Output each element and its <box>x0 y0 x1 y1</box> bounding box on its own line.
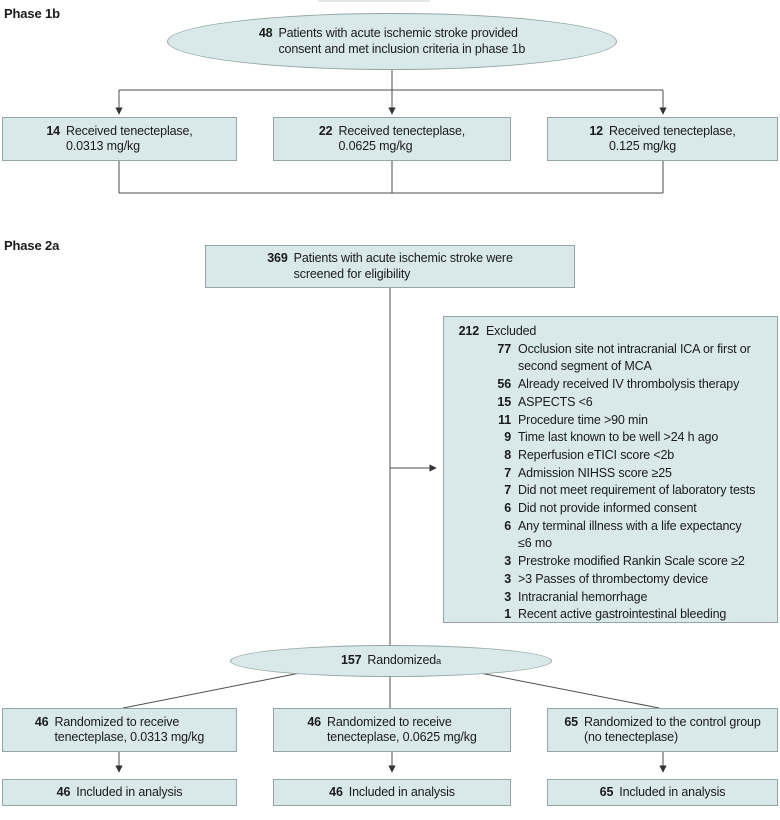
analysis-box-1: 46 Included in analysis <box>2 779 237 806</box>
reason-text: Procedure time >90 min <box>518 412 648 427</box>
analysis-count: 46 <box>329 784 343 799</box>
analysis-count: 65 <box>599 784 614 799</box>
consent-ellipse: 48 Patients with acute ischemic stroke p… <box>167 13 617 70</box>
excluded-reason-row: 56 Already received IV thrombolysis ther… <box>481 376 739 394</box>
footnote-marker: a <box>436 655 441 666</box>
line-to-arm1 <box>122 672 301 709</box>
reason-count: 56 <box>497 377 511 392</box>
excluded-title-row: 212 Excluded <box>457 323 537 341</box>
reason-count: 3 <box>504 589 511 604</box>
excluded-reason-row: 3 >3 Passes of thrombectomy device <box>481 571 708 589</box>
reason-text: Admission NIHSS score ≥25 <box>518 465 672 480</box>
arm-count: 65 <box>564 714 578 729</box>
dose-box-0313: 14 Received tenecteplase, 0.0313 mg/kg <box>2 117 237 161</box>
reason-count: 6 <box>504 501 511 516</box>
phase-2a-label: Phase 2a <box>4 238 60 253</box>
cropped-edge-artifact <box>318 0 430 2</box>
arm-text: Randomized to receive tenecteplase, 0.06… <box>326 714 477 745</box>
reason-text: Occlusion site not intracranial ICA or f… <box>518 341 751 374</box>
reason-count: 7 <box>504 465 511 480</box>
reason-count: 15 <box>497 394 511 409</box>
excluded-reason-row: 6 Did not provide informed consent <box>481 500 697 518</box>
reason-text: >3 Passes of thrombectomy device <box>518 571 709 586</box>
analysis-text: Included in analysis <box>76 784 183 799</box>
consent-count: 48 <box>258 26 273 40</box>
excluded-reason-row: 7 Did not meet requirement of laboratory… <box>481 482 755 500</box>
consent-text: Patients with acute ischemic stroke prov… <box>278 26 526 56</box>
excluded-reason-row: 77 Occlusion site not intracranial ICA o… <box>481 341 751 376</box>
analysis-text: Included in analysis <box>348 784 455 799</box>
analysis-count: 46 <box>56 784 71 799</box>
reason-text: Did not provide informed consent <box>518 501 697 516</box>
reason-count: 3 <box>504 571 511 586</box>
dose-text: Received tenecteplase, 0.0313 mg/kg <box>65 123 193 154</box>
excluded-reason-row: 11 Procedure time >90 min <box>481 412 648 430</box>
reason-text: Did not meet requirement of laboratory t… <box>518 483 756 498</box>
reason-text: Prestroke modified Rankin Scale score ≥2 <box>518 554 745 569</box>
excluded-count: 212 <box>458 324 480 338</box>
reason-count: 6 <box>504 518 511 533</box>
excluded-box: 212 Excluded 77 Occlusion site not intra… <box>443 316 778 623</box>
reason-text: Reperfusion eTICI score <2b <box>518 447 675 462</box>
reason-count: 8 <box>504 447 511 462</box>
arm-box-tenecteplase-0313: 46 Randomized to receive tenecteplase, 0… <box>2 708 237 752</box>
arm-count: 46 <box>34 714 49 729</box>
screened-text: Patients with acute ischemic stroke were… <box>293 251 513 281</box>
reason-text: Any terminal illness with a life expecta… <box>518 518 742 551</box>
screened-count: 369 <box>267 251 288 265</box>
reason-text: ASPECTS <6 <box>518 394 593 409</box>
dose-count: 14 <box>46 123 60 138</box>
reason-count: 77 <box>497 341 511 356</box>
excluded-label: Excluded <box>486 324 537 338</box>
reason-text: Intracranial hemorrhage <box>518 589 648 604</box>
arm-count: 46 <box>307 714 321 729</box>
excluded-reason-row: 15 ASPECTS <6 <box>481 394 593 412</box>
analysis-box-2: 46 Included in analysis <box>273 779 511 806</box>
reason-text: Time last known to be well >24 h ago <box>518 430 719 445</box>
randomized-count: 157 <box>341 652 362 667</box>
reason-count: 7 <box>504 483 511 498</box>
excluded-reason-row: 9 Time last known to be well >24 h ago <box>481 429 718 447</box>
dose-text: Received tenecteplase, 0.125 mg/kg <box>608 123 736 154</box>
excluded-reason-row: 1 Recent active gastrointestinal bleedin… <box>481 606 726 624</box>
reason-count: 3 <box>504 554 511 569</box>
dose-box-0625: 22 Received tenecteplase, 0.0625 mg/kg <box>273 117 511 161</box>
dose-count: 12 <box>589 123 603 138</box>
dose-text: Received tenecteplase, 0.0625 mg/kg <box>338 123 466 154</box>
randomized-label: Randomized <box>367 652 437 667</box>
reason-count: 11 <box>498 412 511 427</box>
excluded-reason-row: 6 Any terminal illness with a life expec… <box>481 518 742 553</box>
arm-text: Randomized to receive tenecteplase, 0.03… <box>54 714 205 745</box>
excluded-reason-row: 7 Admission NIHSS score ≥25 <box>481 465 672 483</box>
reason-count: 1 <box>504 607 511 622</box>
analysis-box-3: 65 Included in analysis <box>547 779 778 806</box>
reason-count: 9 <box>504 430 511 445</box>
line-to-arm3 <box>479 672 660 709</box>
excluded-reason-row: 8 Reperfusion eTICI score <2b <box>481 447 674 465</box>
analysis-text: Included in analysis <box>619 784 726 799</box>
arm-box-control: 65 Randomized to the control group (no t… <box>547 708 778 752</box>
dose-count: 22 <box>318 123 333 138</box>
excluded-reason-row: 3 Prestroke modified Rankin Scale score … <box>481 553 745 571</box>
reason-text: Already received IV thrombolysis therapy <box>518 377 740 392</box>
arm-text: Randomized to the control group (no tene… <box>583 714 761 745</box>
dose-box-125: 12 Received tenecteplase, 0.125 mg/kg <box>547 117 778 161</box>
phase-1b-label: Phase 1b <box>4 6 60 21</box>
screened-box: 369 Patients with acute ischemic stroke … <box>205 245 575 288</box>
arm-box-tenecteplase-0625: 46 Randomized to receive tenecteplase, 0… <box>273 708 511 752</box>
excluded-reason-row: 3 Intracranial hemorrhage <box>481 589 647 607</box>
reason-text: Recent active gastrointestinal bleeding <box>518 607 727 622</box>
